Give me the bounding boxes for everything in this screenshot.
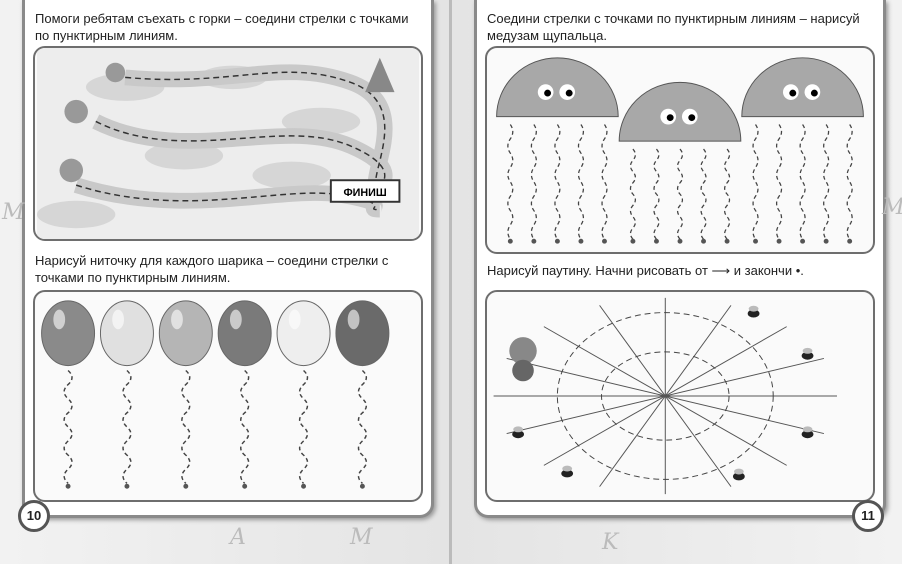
dashed-tentacle	[752, 124, 759, 240]
dashed-tentacle	[554, 124, 561, 240]
balloon	[99, 300, 154, 367]
jellyfish	[618, 81, 742, 142]
jellyfish-illustration	[496, 57, 864, 244]
dashed-tentacle	[823, 124, 830, 240]
balloons-panel	[33, 290, 423, 502]
fly	[512, 430, 524, 439]
spider	[509, 337, 537, 365]
dashed-tentacle	[530, 124, 537, 240]
fly	[732, 472, 745, 481]
dashed-tentacle	[676, 148, 684, 240]
dashed-tentacle	[723, 148, 731, 240]
fly	[801, 351, 814, 360]
worksheet-right: Соедини стрелки с точками по пунктирным …	[474, 0, 886, 518]
dashed-web-ring	[556, 312, 774, 480]
dashed-tentacle	[700, 148, 707, 240]
dashed-tentacle	[846, 124, 853, 240]
sledding-illustration: ФИНИШ	[37, 48, 419, 239]
page-number: 10	[18, 500, 50, 532]
end-dot	[242, 483, 248, 489]
end-dot	[507, 238, 513, 244]
left-page: M A M Помоги ребятам съехать с горки – с…	[0, 0, 450, 564]
dashed-string	[240, 369, 250, 484]
decorative-letter: M	[350, 525, 373, 550]
jellyfish	[741, 57, 864, 118]
end-dot	[578, 238, 584, 244]
decorative-letter: M	[2, 200, 25, 225]
finish-sign: ФИНИШ	[343, 187, 386, 199]
jellyfish-panel	[485, 46, 875, 254]
task-instruction-balloons: Нарисуй ниточку для каждого шарика – сое…	[35, 253, 389, 285]
dashed-tentacle	[601, 124, 608, 240]
dashed-string	[298, 369, 309, 484]
balloon	[158, 300, 213, 367]
end-dot	[677, 238, 683, 244]
balloon	[217, 300, 272, 367]
book-spine	[449, 0, 453, 564]
dashed-string	[357, 369, 368, 484]
dashed-string	[181, 369, 191, 484]
worksheet-left: Помоги ребятам съехать с горки – соедини…	[22, 0, 434, 518]
end-dot	[531, 238, 537, 244]
decorative-letter: K	[602, 530, 619, 555]
spiderweb-illustration	[493, 297, 837, 495]
decorative-letter: M	[882, 195, 902, 220]
end-dot	[847, 238, 853, 244]
end-dot	[554, 238, 560, 244]
task-instruction-web: Нарисуй паутину. Начни рисовать от ⟶ и з…	[487, 263, 804, 278]
dashed-web-ring	[601, 351, 730, 441]
spiderweb-panel	[485, 290, 875, 502]
task-instruction-jellyfish: Соедини стрелки с точками по пунктирным …	[487, 11, 860, 43]
dashed-tentacle	[799, 124, 806, 240]
dashed-string	[122, 369, 132, 484]
balloon	[41, 300, 96, 367]
end-dot	[701, 238, 706, 244]
end-dot	[776, 238, 782, 244]
dashed-tentacle	[775, 124, 783, 240]
balloons-illustration	[41, 300, 390, 489]
fly	[561, 469, 574, 478]
sledding-panel: ФИНИШ	[33, 46, 423, 241]
end-dot	[602, 238, 607, 244]
dashed-tentacle	[653, 148, 660, 240]
end-dot	[823, 238, 829, 244]
end-dot	[630, 238, 636, 244]
end-dot	[800, 238, 806, 244]
task-instruction-sledding: Помоги ребятам съехать с горки – соедини…	[35, 11, 409, 43]
fly	[747, 309, 760, 318]
web-spoke	[506, 357, 825, 435]
end-dot	[654, 238, 659, 244]
balloon	[276, 300, 331, 367]
dashed-path	[75, 71, 386, 211]
right-page: M K Соедини стрелки с точками по пунктир…	[452, 0, 902, 564]
page-number: 11	[852, 500, 884, 532]
jellyfish	[496, 57, 619, 118]
end-dot	[724, 238, 730, 244]
dashed-tentacle	[577, 124, 585, 240]
end-dot	[124, 483, 130, 489]
fly	[801, 430, 814, 439]
dashed-string	[63, 369, 73, 484]
balloon	[335, 300, 390, 367]
dashed-tentacle	[507, 124, 514, 240]
end-dot	[753, 238, 758, 244]
end-dot	[359, 483, 365, 489]
decorative-letter: A	[230, 525, 246, 550]
end-dot	[65, 483, 71, 489]
end-dot	[301, 483, 306, 489]
dashed-tentacle	[629, 148, 637, 240]
end-dot	[183, 483, 189, 489]
